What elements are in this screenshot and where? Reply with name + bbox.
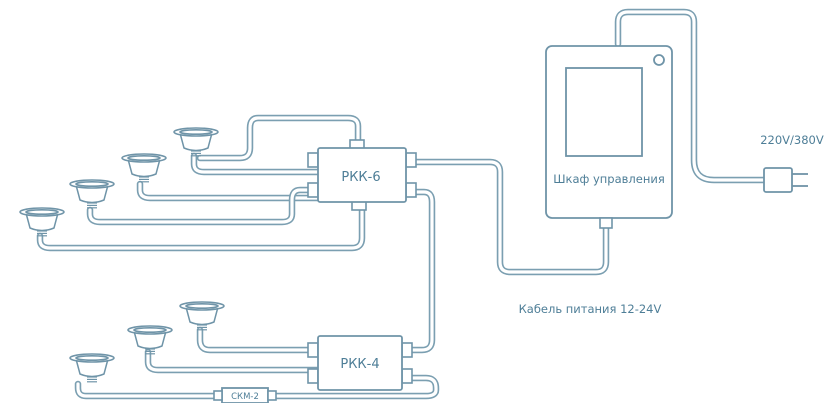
cable-splitter6-to-splitter4 <box>408 188 436 354</box>
splitter-rkk-4: РКК-4 <box>307 335 413 391</box>
recessed-lamp-icon <box>127 325 173 355</box>
indicator-light-icon <box>653 54 665 66</box>
cabinet-cable-gland <box>599 217 613 229</box>
cables <box>36 8 776 400</box>
recessed-lamp-icon <box>179 301 225 331</box>
recessed-lamp-icon <box>69 179 115 209</box>
mains-plug-icon <box>763 167 808 193</box>
splitter-4-label: РКК-4 <box>340 357 379 372</box>
recessed-lamp-icon <box>69 353 115 383</box>
cable-splitter4-to-connector <box>74 374 440 400</box>
connector-label: СКМ-2 <box>231 392 259 402</box>
lamp-cables-splitter4 <box>144 326 322 374</box>
lamps <box>19 127 225 383</box>
control-cabinet-label: Шкаф управления <box>553 172 665 186</box>
recessed-lamp-icon <box>121 153 167 183</box>
power-cable-label: Кабель питания 12-24V <box>519 302 662 316</box>
recessed-lamp-icon <box>173 127 219 157</box>
control-cabinet: Шкаф управления <box>545 45 673 229</box>
power-cable-12-24v <box>412 158 610 276</box>
mains-voltage-label: 220V/380V <box>760 133 824 147</box>
mains-cable <box>614 8 776 184</box>
lamp-cables-splitter6 <box>36 114 366 252</box>
recessed-lamp-icon <box>19 207 65 237</box>
splitter-rkk-6: РКК-6 <box>307 139 417 211</box>
connector-skm-2: СКМ-2 <box>213 387 277 403</box>
splitter-6-label: РКК-6 <box>341 170 380 185</box>
